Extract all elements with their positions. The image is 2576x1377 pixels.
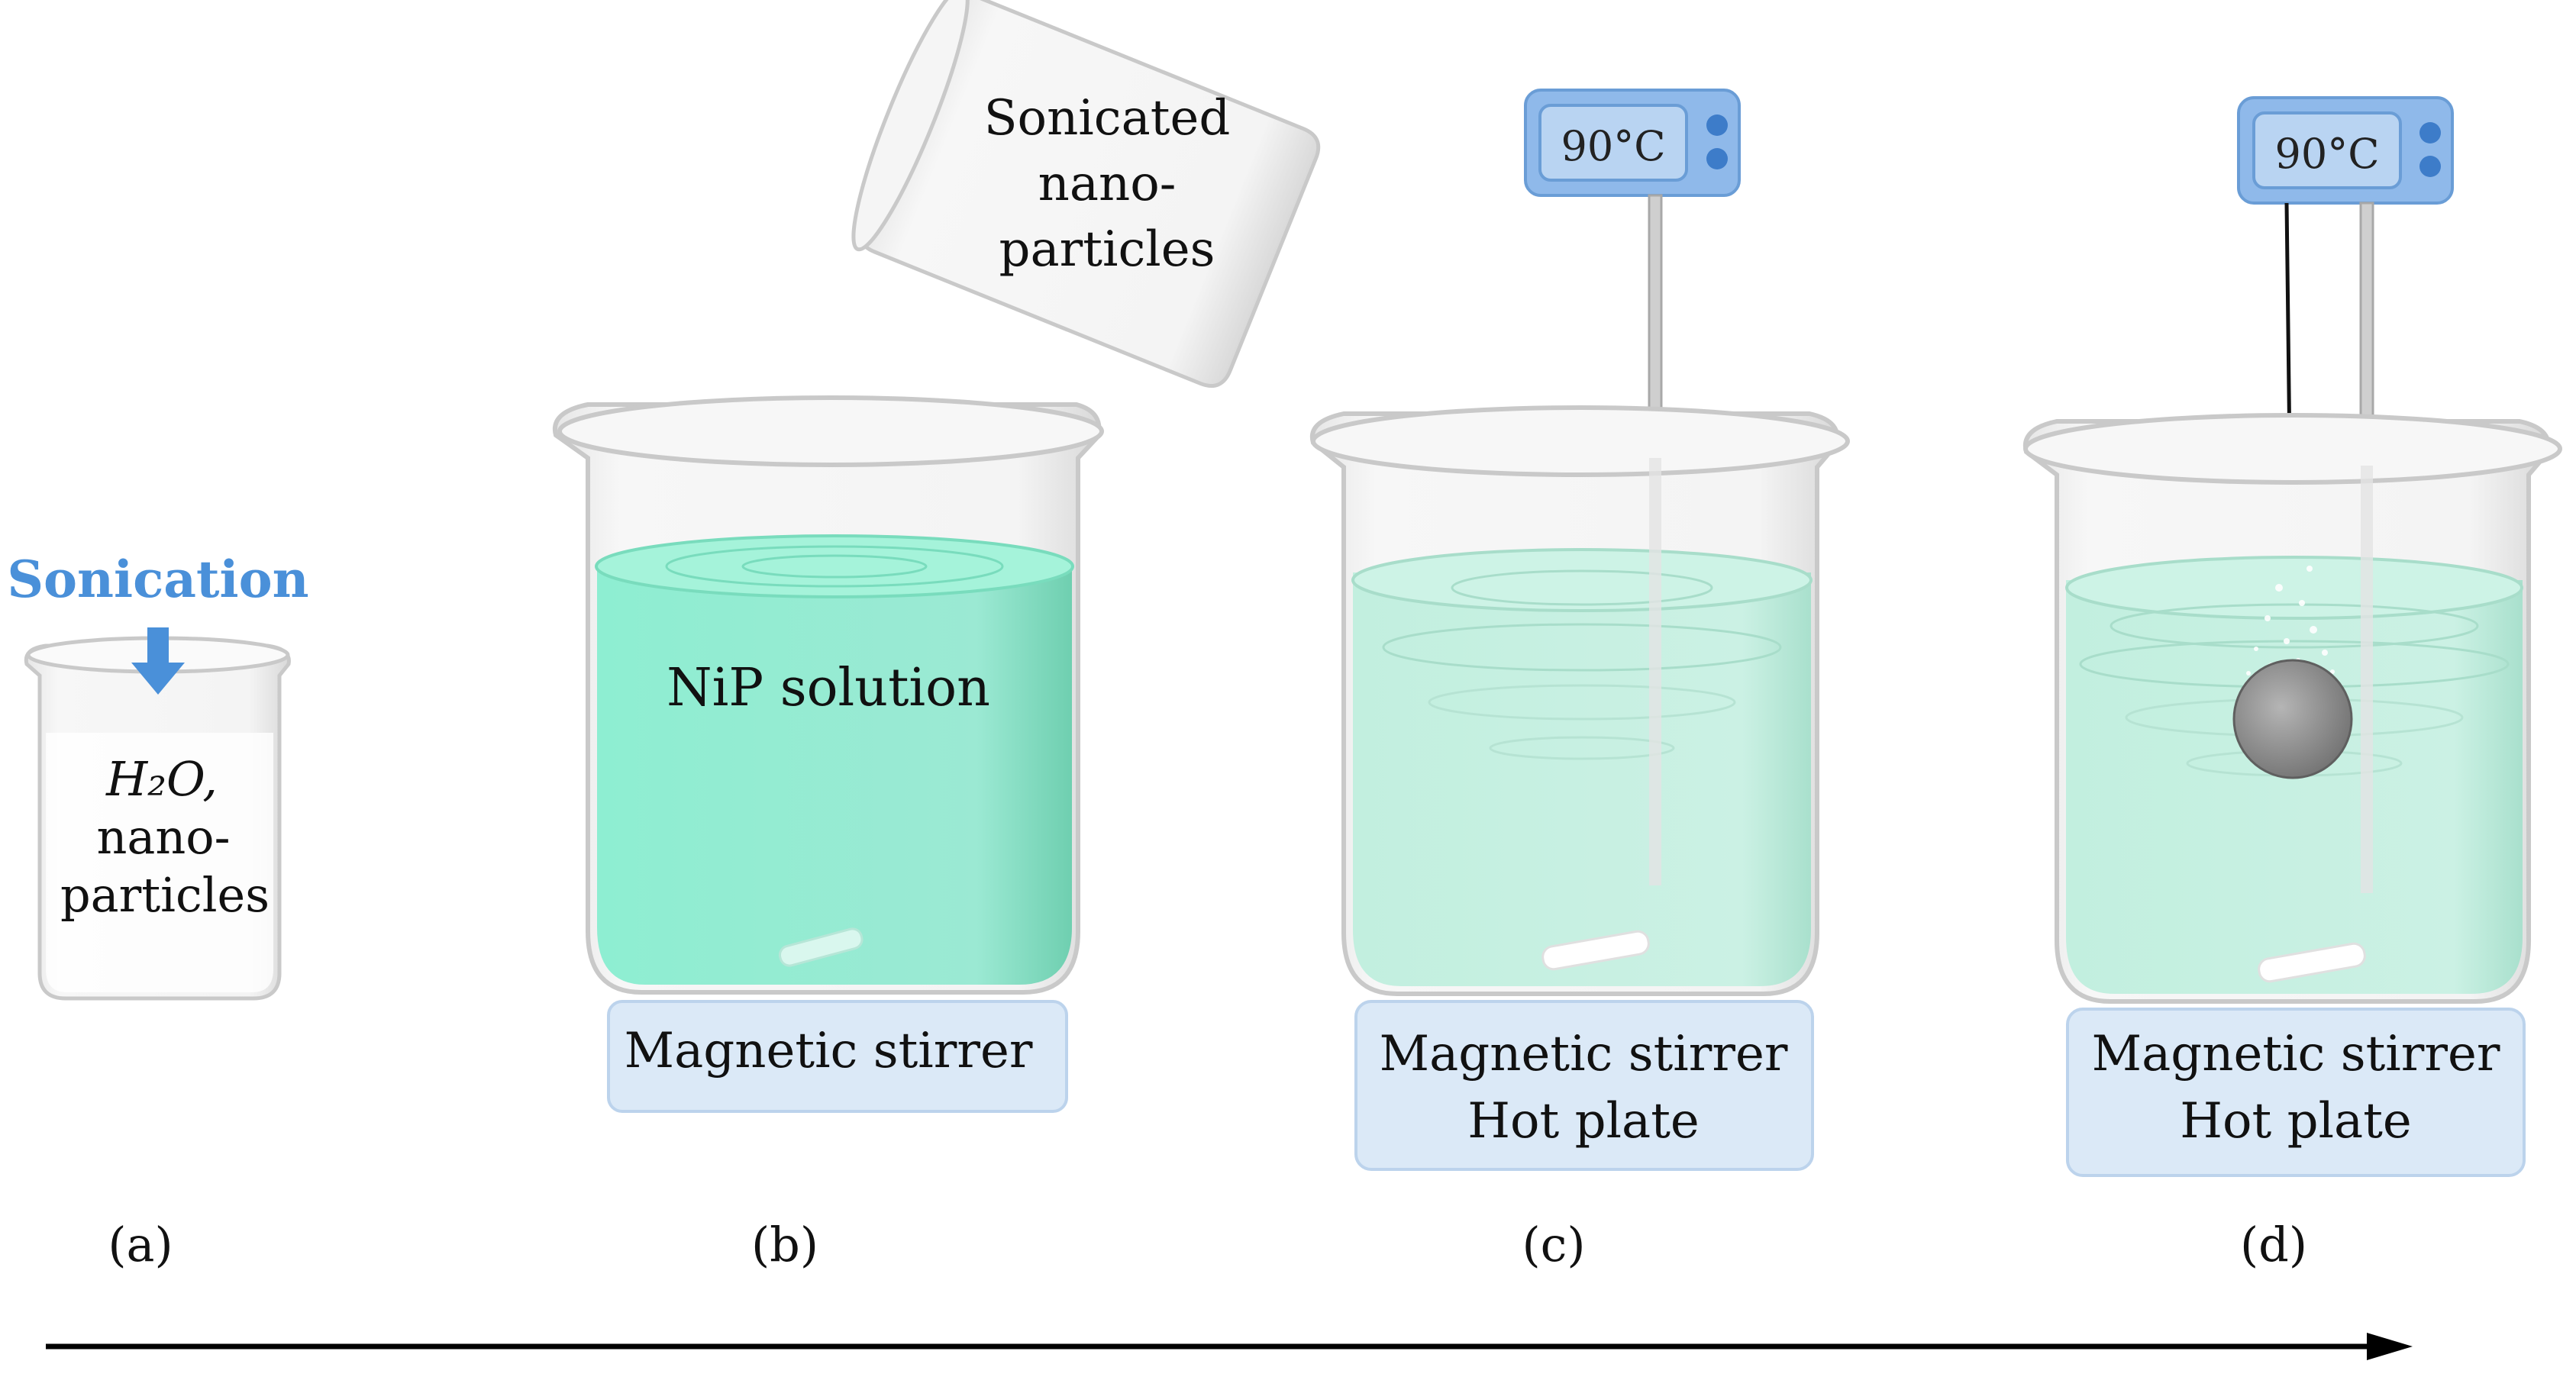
plate-label-c-line2: Hot plate	[1467, 1093, 1700, 1150]
plate-label-c-line1: Magnetic stirrer	[1380, 1026, 1788, 1082]
bubbles	[2246, 566, 2335, 676]
beaker-text-line2: nano-	[96, 809, 230, 865]
stirrer-plate-b	[607, 1000, 1068, 1113]
plate-label-d-line1: Magnetic stirrer	[2092, 1026, 2500, 1082]
temperature-readout-d: 90°C	[2274, 130, 2379, 178]
timeline-arrow	[46, 1333, 2413, 1360]
plate-label-d-line2: Hot plate	[2180, 1093, 2412, 1150]
solution-label: NiP solution	[667, 658, 990, 718]
step-c: 90°C Magnetic stirrer Hot plate (c)	[1309, 89, 1850, 1272]
nip-beaker	[552, 395, 1104, 995]
heated-beaker-d	[2022, 413, 2562, 1004]
beaker-text-line1: H₂O,	[105, 751, 218, 807]
step-b: Sonicated nano- particles NiP solution M…	[552, 0, 1321, 1272]
panel-label-d: (d)	[2240, 1217, 2307, 1272]
hot-plate-c	[1354, 1000, 1814, 1171]
sample-sphere	[2232, 659, 2353, 779]
panel-label-c: (c)	[1522, 1217, 1585, 1272]
stir-bar	[2258, 942, 2366, 983]
hot-plate-d	[2066, 1008, 2526, 1177]
sonication-arrow-icon	[131, 627, 185, 695]
temperature-readout-c: 90°C	[1561, 122, 1665, 170]
beaker-text-line3: particles	[60, 867, 270, 923]
poured-text-line1: Sonicated	[984, 90, 1231, 147]
stir-bar	[1541, 930, 1650, 971]
heated-beaker-c	[1309, 405, 1850, 996]
step-d: 90°C Magnetic stirrer Hot plate	[2022, 96, 2562, 1272]
sonication-label: Sonication	[7, 550, 308, 609]
poured-text-line3: particles	[999, 221, 1215, 278]
panel-label-a: (a)	[108, 1217, 173, 1272]
stir-bar	[778, 927, 864, 967]
panel-label-b: (b)	[751, 1217, 818, 1272]
pouring-beaker	[851, 0, 1321, 389]
step-a: Sonication H₂O, nano- particles (a)	[7, 550, 308, 1272]
plate-label-b: Magnetic stirrer	[625, 1023, 1033, 1079]
poured-text-line2: nano-	[1038, 156, 1177, 212]
